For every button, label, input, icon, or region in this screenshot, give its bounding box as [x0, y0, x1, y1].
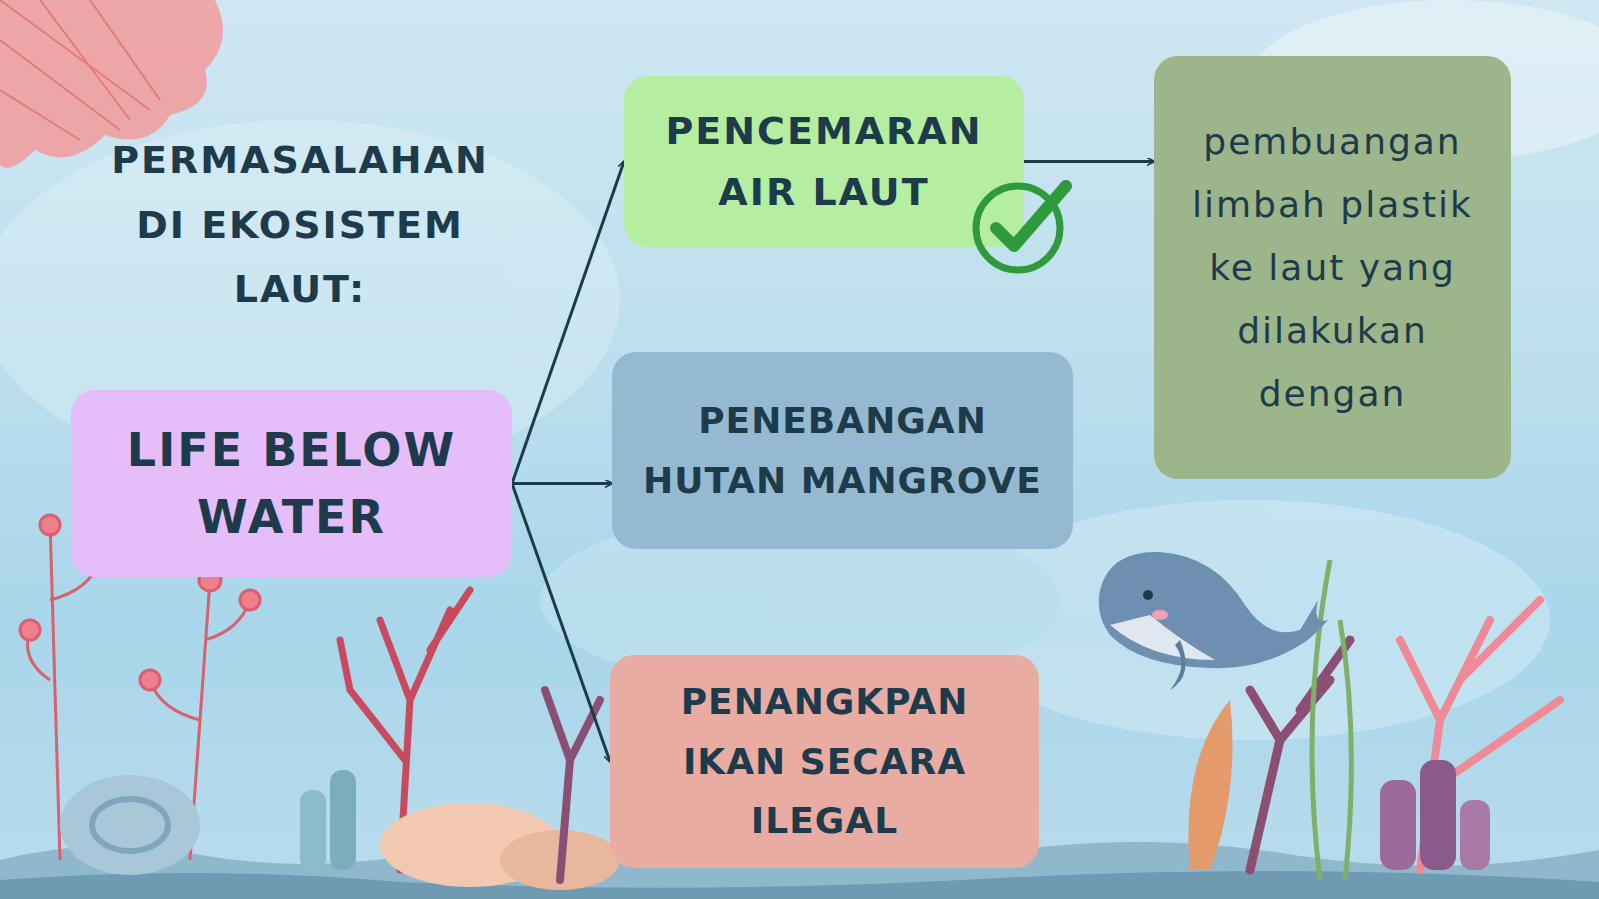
purple-coral-middle	[545, 690, 600, 880]
problem-box: PENANGKPAN IKAN SECARA ILEGAL	[610, 655, 1039, 868]
box-label: pembuangan limbah plastik ke laut yang d…	[1174, 110, 1491, 425]
box-label: LIFE BELOW WATER	[91, 417, 492, 550]
problem-box: LIFE BELOW WATER	[71, 390, 512, 577]
arrow-connector	[1024, 160, 1154, 163]
problem-box: PENCEMARAN AIR LAUT	[624, 76, 1024, 247]
coral-cluster	[60, 770, 620, 890]
arrow-connector	[512, 482, 612, 485]
box-label: PENANGKPAN IKAN SECARA ILEGAL	[625, 672, 1024, 850]
watercolor-wash	[0, 0, 1599, 740]
arrow-connector	[512, 162, 624, 484]
box-label: PENCEMARAN AIR LAUT	[642, 101, 1006, 223]
box-label: PENEBANGAN HUTAN MANGROVE	[627, 391, 1058, 510]
arrow-connector	[512, 484, 610, 762]
problem-box: pembuangan limbah plastik ke laut yang d…	[1154, 56, 1511, 479]
problem-box: PENEBANGAN HUTAN MANGROVE	[612, 352, 1073, 549]
check-mark	[968, 172, 1072, 276]
whale	[1099, 552, 1328, 690]
diagram-title: PERMASALAHAN DI EKOSISTEM LAUT:	[80, 128, 520, 322]
